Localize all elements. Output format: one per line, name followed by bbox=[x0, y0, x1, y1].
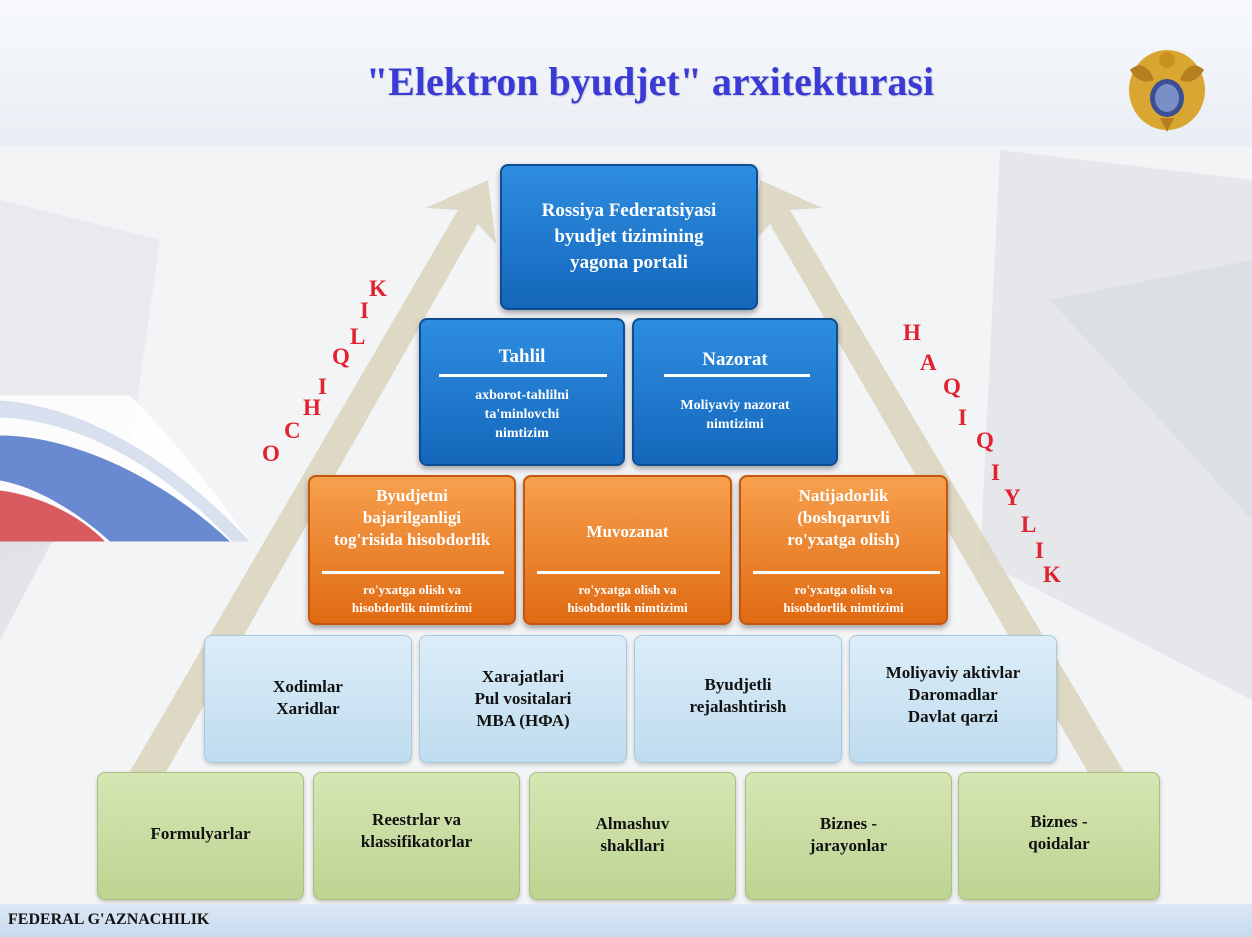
natijadorlik-title: Natijadorlik (boshqaruvli ro'yxatga olis… bbox=[787, 486, 900, 549]
hisobdorlik-box: Byudjetni bajarilganligi tog'risida hiso… bbox=[308, 475, 516, 625]
natijadorlik-box: Natijadorlik (boshqaruvli ro'yxatga olis… bbox=[739, 475, 948, 625]
nazorat-box: Nazorat Moliyaviy nazorat nimtizimi bbox=[632, 318, 838, 466]
aktivlar-label: Moliyaviy aktivlar Daromadlar Davlat qar… bbox=[885, 663, 1021, 726]
portal-box-label: Rossiya Federatsiyasi byudjet tizimining… bbox=[541, 200, 717, 273]
left-letter: I bbox=[360, 298, 369, 323]
right-letter: K bbox=[1043, 562, 1061, 587]
right-letter: I bbox=[1035, 538, 1044, 563]
right-letter: I bbox=[991, 460, 1000, 485]
left-letter: Q bbox=[332, 344, 350, 369]
jarayonlar-box: Biznes - jarayonlar bbox=[745, 772, 952, 900]
rejalashtirish-box: Byudjetli rejalashtirish bbox=[634, 635, 842, 763]
divider bbox=[322, 571, 504, 574]
hisobdorlik-subtitle: ro'yxatga olish va hisobdorlik nimtizimi bbox=[351, 582, 473, 615]
right-letter: Y bbox=[1004, 485, 1021, 510]
right-letter: H bbox=[903, 320, 921, 345]
formulyarlar-label: Formulyarlar bbox=[150, 824, 251, 843]
natijadorlik-subtitle: ro'yxatga olish va hisobdorlik nimtizimi bbox=[783, 582, 904, 615]
right-letter: I bbox=[958, 405, 967, 430]
divider bbox=[664, 374, 810, 377]
divider bbox=[537, 571, 720, 574]
reestrlar-label: Reestrlar va klassifikatorlar bbox=[360, 810, 473, 851]
left-letter: C bbox=[284, 418, 301, 443]
xarajatlar-box: Xarajatlari Pul vositalari MBA (НФА) bbox=[419, 635, 627, 763]
qoidalar-box: Biznes - qoidalar bbox=[958, 772, 1160, 900]
left-letter: O bbox=[262, 441, 280, 466]
tahlil-title: Tahlil bbox=[498, 346, 546, 367]
right-letter: L bbox=[1021, 512, 1037, 537]
nazorat-title: Nazorat bbox=[702, 349, 768, 370]
muvozanat-subtitle: ro'yxatga olish va hisobdorlik nimtizimi bbox=[567, 582, 688, 615]
almashuv-label: Almashuv shakllari bbox=[595, 814, 670, 855]
qoidalar-label: Biznes - qoidalar bbox=[1028, 812, 1090, 853]
slide-title: "Elektron byudjet" arxitekturasi bbox=[365, 59, 935, 104]
left-letter: L bbox=[350, 324, 366, 349]
right-letter: A bbox=[920, 350, 937, 375]
muvozanat-title: Muvozanat bbox=[586, 522, 669, 541]
left-letter: H bbox=[303, 395, 321, 420]
xodimlar-label: Xodimlar Xaridlar bbox=[273, 677, 343, 718]
divider bbox=[439, 374, 607, 377]
aktivlar-box: Moliyaviy aktivlar Daromadlar Davlat qar… bbox=[849, 635, 1057, 763]
almashuv-box: Almashuv shakllari bbox=[529, 772, 736, 900]
tahlil-subtitle: axborot-tahlilni ta'minlovchi nimtizim bbox=[475, 388, 569, 441]
formulyarlar-box: Formulyarlar bbox=[97, 772, 304, 900]
nazorat-subtitle: Moliyaviy nazorat nimtizimi bbox=[680, 398, 790, 432]
header-band bbox=[0, 0, 1252, 146]
hisobdorlik-title: Byudjetni bajarilganligi tog'risida hiso… bbox=[333, 486, 491, 549]
emblem-icon bbox=[1129, 50, 1205, 132]
right-letter: Q bbox=[943, 374, 961, 399]
left-letter: K bbox=[369, 276, 387, 301]
rejalashtirish-label: Byudjetli rejalashtirish bbox=[689, 675, 787, 716]
xarajatlar-label: Xarajatlari Pul vositalari MBA (НФА) bbox=[474, 667, 572, 730]
portal-box: Rossiya Federatsiyasi byudjet tizimining… bbox=[500, 164, 758, 310]
divider bbox=[753, 571, 940, 574]
muvozanat-box: Muvozanat ro'yxatga olish va hisobdorlik… bbox=[523, 475, 732, 625]
right-letter: Q bbox=[976, 428, 994, 453]
xodimlar-box: Xodimlar Xaridlar bbox=[204, 635, 412, 763]
reestrlar-box: Reestrlar va klassifikatorlar bbox=[313, 772, 520, 900]
tahlil-box: Tahlil axborot-tahlilni ta'minlovchi nim… bbox=[419, 318, 625, 466]
footer-label: FEDERAL G'AZNACHILIK bbox=[8, 911, 210, 928]
footer-band bbox=[0, 904, 1252, 937]
jarayonlar-label: Biznes - jarayonlar bbox=[809, 814, 888, 855]
left-letter: I bbox=[318, 374, 327, 399]
